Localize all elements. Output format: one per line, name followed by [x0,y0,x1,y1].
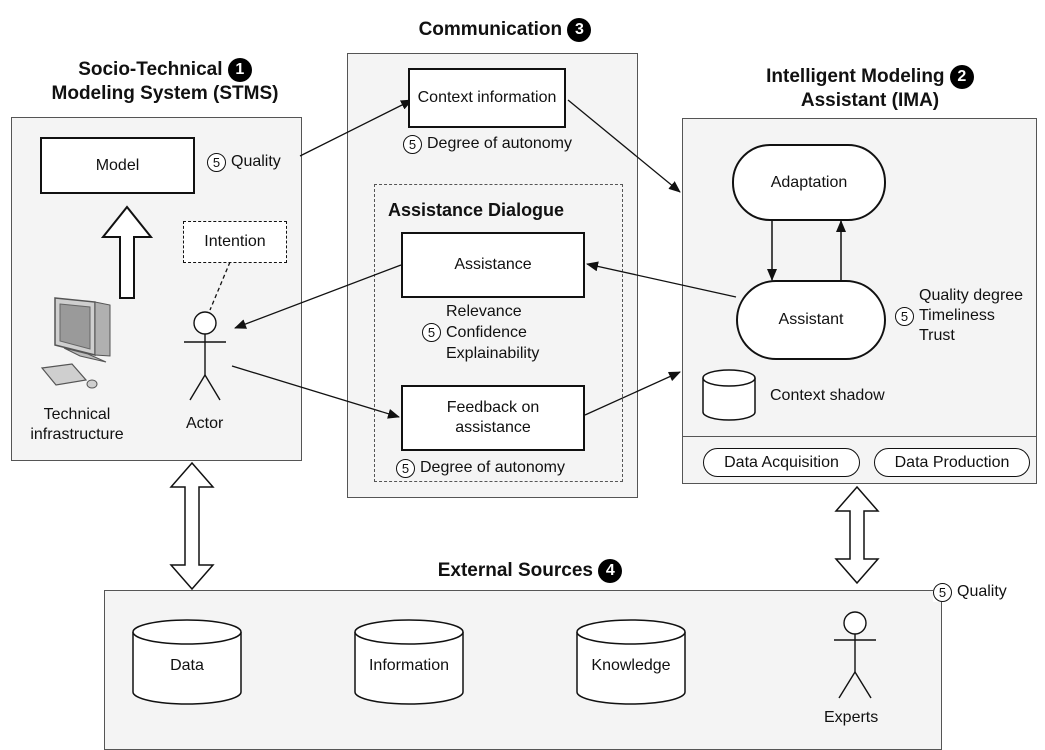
degree-autonomy-top: 5 Degree of autonomy [403,134,572,154]
external-number-badge: 4 [598,559,623,583]
feedback-to-ima-arrow [584,371,681,416]
computer-icon [40,297,111,389]
ima-title-line2: Assistant (IMA) [800,90,940,112]
timeliness-label: Timeliness [919,307,995,324]
technical-line1: Technical [43,406,111,423]
confidence-label: Confidence [446,324,527,341]
model-label: Model [95,156,140,174]
external-title: External Sources 4 [400,559,660,583]
model-box: Model [40,137,195,194]
degree-autonomy-bottom: 5 Degree of autonomy [396,458,565,478]
intention-callout: Intention [183,221,287,263]
assistant-to-assistance-arrow [586,261,737,298]
technical-line2: infrastructure [30,426,124,443]
assistance-qualities-marker: 5 [422,323,441,342]
quality-degree-label: Quality degree [919,287,1024,304]
model-quality: 5 Quality [207,152,281,172]
assistant-node: Assistant [736,280,886,360]
assistance-label: Assistance [454,256,532,273]
ima-title: Intelligent Modeling 2 Assistant (IMA) [720,65,1020,113]
data-production-label: Data Production [894,453,1010,471]
assistant-qualities-marker: 5 [895,306,914,326]
information-label: Information [368,657,450,674]
feedback-box: Feedback on assistance [401,385,585,451]
assistant-qualities: 5 Quality degree Timeliness Trust [895,286,1023,346]
knowledge-label: Knowledge [591,657,671,674]
ima-external-double-arrow [834,485,880,585]
stms-up-arrow [100,205,154,299]
external-quality: 5 Quality [933,582,1009,602]
external-quality-marker: 5 [933,582,952,602]
explainability-label: Explainability [446,345,540,362]
ima-divider [682,436,1037,437]
data-production-pill: Data Production [874,448,1030,477]
adaptation-node: Adaptation [732,144,886,221]
actor-to-feedback-arrow [231,365,400,419]
experts-label: Experts [824,709,879,726]
context-to-ima-arrow [567,99,681,193]
actor-label: Actor [186,415,224,432]
context-shadow-label: Context shadow [770,387,885,404]
ima-title-line1: Intelligent Modeling [766,66,945,88]
context-shadow-cylinder [702,369,756,421]
assistance-to-actor-arrow [234,264,402,329]
degree-top-marker: 5 [403,134,422,154]
feedback-line1: Feedback on [446,399,540,416]
relevance-label: Relevance [446,303,522,320]
communication-title: Communication 3 [400,18,610,42]
data-label: Data [170,657,204,674]
model-quality-label: Quality [231,153,281,170]
assistance-dialogue-frame [374,184,623,482]
context-information-box: Context information [408,68,566,128]
assistance-dialogue-title: Assistance Dialogue [388,200,565,220]
stms-external-double-arrow [169,461,215,591]
information-cylinder [354,619,464,705]
assistant-qualities-list: Quality degree Timeliness Trust [919,286,1023,346]
data-cylinder [132,619,242,705]
stms-number-badge: 1 [227,58,252,82]
assistant-label: Assistant [778,311,844,328]
quality-marker: 5 [207,152,226,172]
adaptation-label: Adaptation [770,173,848,191]
external-region [104,590,942,750]
ima-number-badge: 2 [949,65,974,89]
assistance-box: Assistance [401,232,585,298]
stms-title: Socio-Technical 1 Modeling System (STMS) [20,58,310,106]
trust-label: Trust [919,327,955,344]
degree-top-label: Degree of autonomy [427,135,572,152]
intention-callout-tail [209,261,231,311]
actor-figure [184,311,226,401]
experts-figure [834,611,876,699]
feedback-line2: assistance [455,419,531,436]
communication-number-badge: 3 [567,18,592,42]
data-acquisition-pill: Data Acquisition [703,448,860,477]
stms-title-line2: Modeling System (STMS) [51,83,279,105]
assistance-qualities: 5 Relevance Confidence Explainability [422,301,539,364]
assistance-qualities-list: Relevance Confidence Explainability [446,301,539,364]
knowledge-cylinder [576,619,686,705]
stms-title-line1: Socio-Technical [78,59,223,81]
quality-to-context-arrow [299,99,413,157]
degree-bottom-marker: 5 [396,458,415,478]
data-acquisition-label: Data Acquisition [724,453,839,471]
external-quality-label: Quality [957,583,1007,600]
external-title-text: External Sources [437,560,593,582]
communication-title-text: Communication [418,19,563,41]
degree-bottom-label: Degree of autonomy [420,459,565,476]
technical-infrastructure-label: Technical infrastructure [22,405,132,445]
context-information-label: Context information [417,89,557,106]
intention-label: Intention [204,233,266,250]
